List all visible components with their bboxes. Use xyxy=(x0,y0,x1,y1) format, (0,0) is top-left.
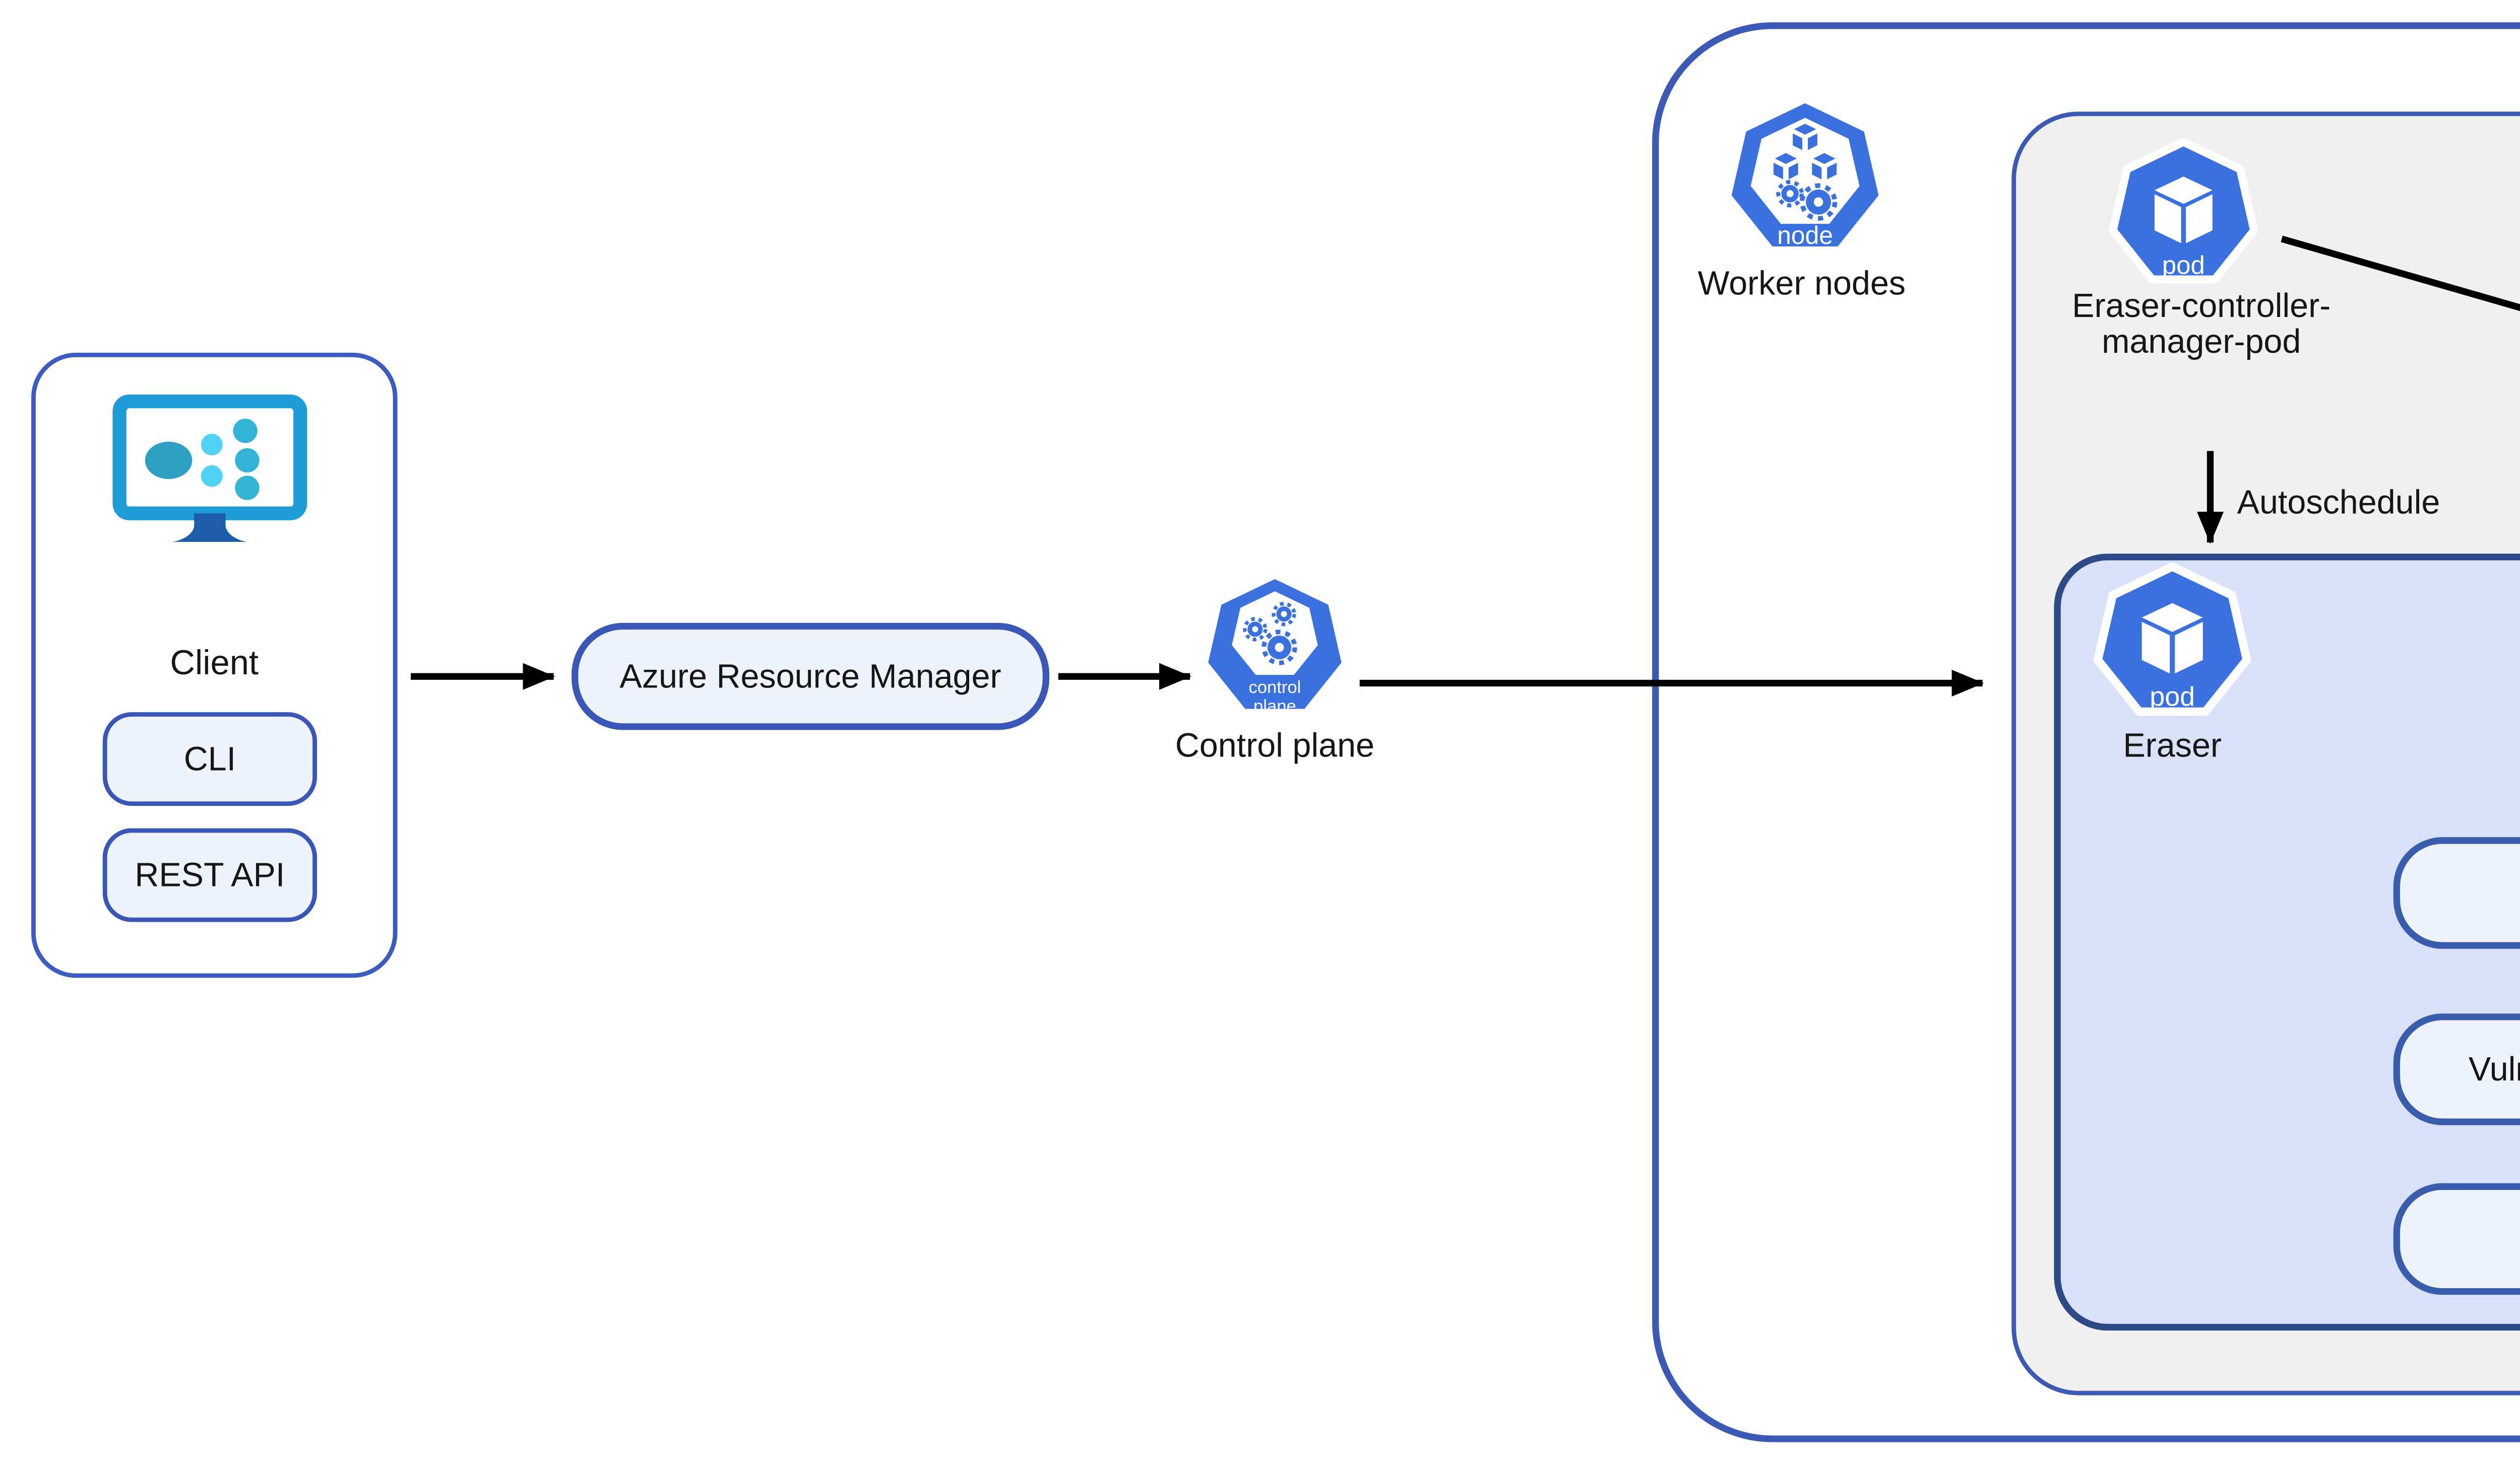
eraser-pod-label: Eraser xyxy=(2123,728,2222,766)
azure-resource-manager-pill: Azure Resource Manager xyxy=(572,622,1050,730)
rest-api-pill: REST API xyxy=(102,828,318,922)
control-plane-label: Control plane xyxy=(1175,728,1375,766)
eraser-controller-manager-pod-icon: pod xyxy=(2101,134,2266,295)
ecm-label-line1: Eraser-controller- xyxy=(2072,288,2331,326)
azure-resource-manager-label: Azure Resource Manager xyxy=(619,657,1001,695)
control-plane-icon-text-1: control xyxy=(1248,678,1301,697)
client-label: Client xyxy=(170,645,259,683)
worker-nodes-icon: node xyxy=(1731,103,1879,249)
rest-api-label: REST API xyxy=(135,856,285,895)
node-icon-text: node xyxy=(1777,221,1833,249)
vulnerability-scanner-label: Vulnerability scanner xyxy=(2468,1050,2520,1089)
client-monitor-icon xyxy=(112,394,307,542)
autoschedule-label: Autoschedule xyxy=(2237,484,2440,523)
eraser-pod-icon: pod xyxy=(2085,558,2259,728)
cli-label: CLI xyxy=(183,740,236,778)
collector-pill: Collector xyxy=(2393,837,2520,949)
control-plane-icon-text-2: plane xyxy=(1253,697,1296,716)
cli-pill: CLI xyxy=(102,712,318,806)
worker-nodes-label: Worker nodes xyxy=(1697,266,1906,304)
pod-icon-text: pod xyxy=(2150,681,2195,712)
pod-icon-text: pod xyxy=(2162,250,2205,279)
eraser-controller-manager-pod-label: Eraser-controller- manager-pod xyxy=(2036,288,2367,362)
remover-stage-pill: Remover xyxy=(2393,1183,2520,1295)
ecm-label-line2: manager-pod xyxy=(2102,324,2301,362)
control-plane-icon: control plane xyxy=(1208,579,1342,716)
vulnerability-scanner-pill: Vulnerability scanner xyxy=(2393,1013,2520,1125)
